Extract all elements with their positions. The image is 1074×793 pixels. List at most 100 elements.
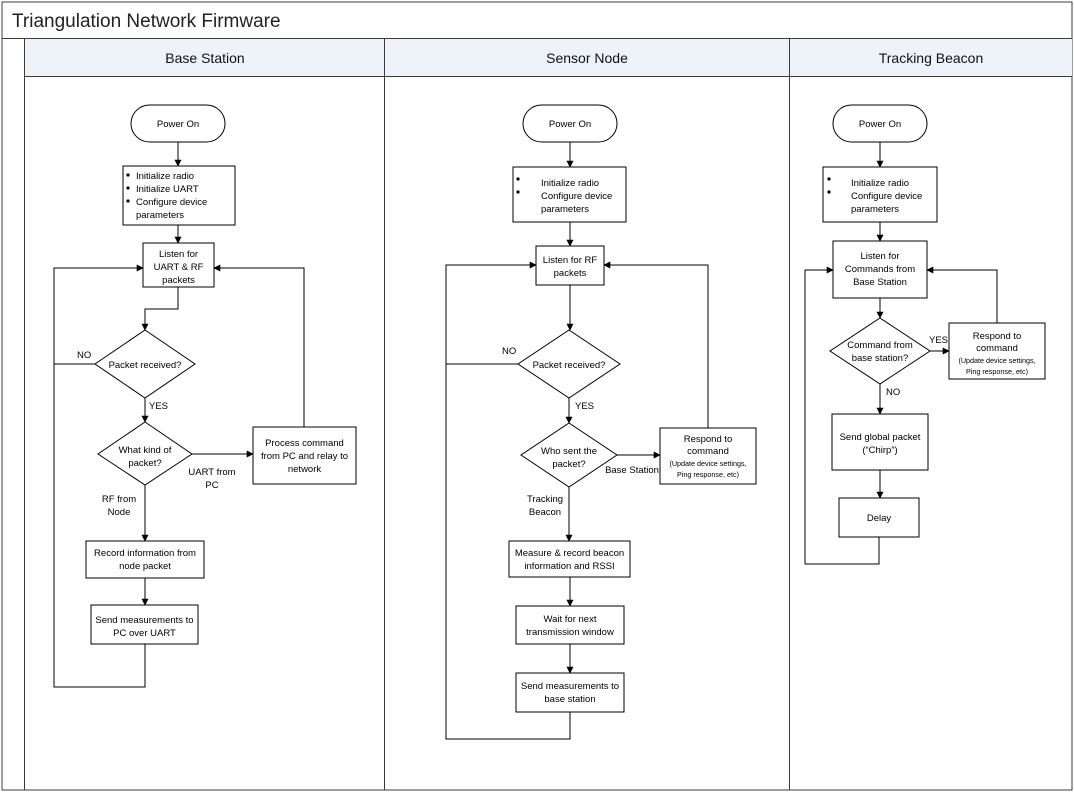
label-line: (“Chirp”) [862,445,897,456]
label-line: Configure device [541,191,612,202]
lane-header-bg-base [25,39,384,76]
label-line: Send measurements to [95,615,193,626]
lane-sensor-node: Power On Initialize radio Configure devi… [445,104,757,740]
label-line: Measure & record beacon [515,548,624,559]
label-line: (Update device settings, [669,459,746,468]
edge-return [445,364,571,740]
edge-no [445,261,537,365]
node-sensor-measure [508,540,631,578]
label-line: packets [162,275,195,286]
label-line: information and RSSI [524,561,614,572]
node-sensor-init [512,166,627,223]
label-line: packet? [552,459,585,470]
label-line: Node [108,507,131,518]
label-line: Packet received? [533,360,606,371]
bullet [126,186,130,190]
label-line: (Update device settings, [958,356,1035,365]
label-line: Beacon [529,507,561,518]
bullet [516,177,520,181]
node-beacon-init [822,166,938,223]
label-line: node packet [119,561,171,572]
edge-return [804,266,880,565]
node-base-process [252,426,357,485]
label-line: Listen for RF [543,255,598,266]
label-line: Record information from [94,548,196,559]
edge-return [53,364,146,688]
edge-label-yes: YES [149,401,168,412]
edge-label-no: NO [502,346,516,357]
edge [141,287,179,331]
label-line: Tracking [527,494,563,505]
diagram-title: Triangulation Network Firmware [12,11,281,32]
label-line: command [976,343,1018,354]
label-line: Send measurements to [521,681,619,692]
bullet [827,177,831,181]
edge-loop [926,266,998,323]
label-line: Ping response, etc) [966,367,1028,376]
label-line: PC over UART [113,628,176,639]
label-line: Listen for [159,249,198,260]
label-line: Listen for [860,251,899,262]
lane-header-bg-sensor [385,39,789,76]
edge-loop [213,264,305,427]
node-base-record [85,540,205,579]
label-beacon-power-on: Power On [859,119,901,130]
node-sensor-listen [535,245,605,286]
label-line: Who sent the [541,446,597,457]
label-line: transmission window [526,627,614,638]
label-line: Base Station [853,277,907,288]
lane-title-tracking-beacon: Tracking Beacon [879,50,984,66]
edge-label-no: NO [77,350,91,361]
label-line: base station? [852,353,909,364]
edge-no [53,264,144,365]
lane-header-bg-beacon [790,39,1072,76]
label-line: Command from [847,340,913,351]
bullet [516,190,520,194]
label-line: command [687,446,729,457]
label-line: Configure device [851,191,922,202]
bullet [126,173,130,177]
node-beacon-delay [838,497,920,538]
label-line: packet? [128,458,161,469]
node-sensor-wait [515,605,625,645]
label-line: Process command [265,438,344,449]
label-line: Packet received? [109,360,182,371]
label-line: network [288,464,322,475]
edge-label-yes: YES [575,401,594,412]
label-line: Wait for next [544,614,597,625]
label-line: Delay [867,513,892,524]
bullet [126,199,130,203]
lane-base-station: Power On Initialize radio Initialize UAR… [53,104,357,688]
label-line: base station [544,694,595,705]
label-line: RF from [102,494,136,505]
lane-title-sensor-node: Sensor Node [546,50,628,66]
label-line: Initialize radio [851,178,909,189]
label-line: Send global packet [840,432,921,443]
label-base-power-on: Power On [157,119,199,130]
node-sensor-send [515,672,625,713]
label-line: PC [205,480,218,491]
lane-title-base-station: Base Station [165,50,244,66]
label-line: Ping response, etc) [677,470,739,479]
label-line: Configure device [136,197,207,208]
label-sensor-power-on: Power On [549,119,591,130]
label-line: UART from [188,467,235,478]
label-line: UART & RF [154,262,204,273]
label-line: Commands from [845,264,915,275]
label-line: Respond to [684,434,733,445]
edge-label-yes: YES [929,335,948,346]
label-line: What kind of [119,445,172,456]
label-line: Respond to [973,331,1022,342]
label-line: Initialize radio [136,171,194,182]
lane-tracking-beacon: Power On Initialize radio Configure devi… [804,104,1046,565]
edge-label-no: NO [886,387,900,398]
edge-loop [603,261,709,428]
label-line: parameters [851,204,899,215]
label-line: Initialize UART [136,184,199,195]
label-line: Initialize radio [541,178,599,189]
label-line: parameters [136,210,184,221]
node-sensor-respond [659,427,757,485]
